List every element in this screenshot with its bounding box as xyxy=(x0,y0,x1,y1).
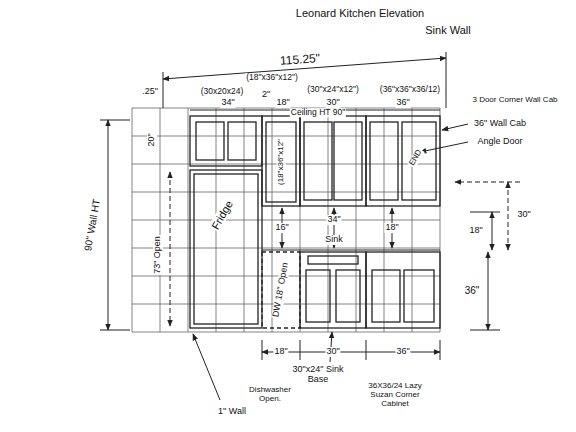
dimension: 2" xyxy=(261,90,271,100)
grid-line xyxy=(132,136,440,137)
dimension: 30" xyxy=(516,210,531,220)
dimension: 18" xyxy=(275,98,290,108)
extension-line xyxy=(100,330,130,331)
lazy-susan-cabinet xyxy=(366,252,440,328)
extension-line xyxy=(446,52,447,108)
dimension: 36" xyxy=(395,98,410,108)
wall-cabinet xyxy=(262,116,300,206)
dimension: 115.25" xyxy=(279,52,322,68)
cabinet-door xyxy=(370,122,398,200)
dishwasher-opening xyxy=(262,252,300,328)
fridge-opening xyxy=(190,170,262,328)
note: Ceiling HT 90" xyxy=(290,108,346,117)
grid-line xyxy=(132,332,440,333)
dimension-line xyxy=(170,172,171,326)
extension-line xyxy=(366,340,367,360)
sink-bowl xyxy=(308,256,358,264)
pointer-arrow xyxy=(455,182,520,183)
dimension: 34" xyxy=(326,215,341,225)
wall-cabinet xyxy=(300,116,366,206)
drawing-title: Leonard Kitchen Elevation xyxy=(295,7,425,19)
wall-cabinet xyxy=(190,116,262,166)
dimension: 18" xyxy=(273,347,288,357)
cabinet-door xyxy=(304,122,332,200)
cabinet-door xyxy=(336,270,360,322)
extension-line xyxy=(440,340,441,360)
cabinet-door xyxy=(334,122,362,200)
cabinet-size: (30x20x24) xyxy=(200,87,245,96)
grid-line xyxy=(132,192,440,193)
sink-base xyxy=(300,252,366,328)
note: END xyxy=(407,148,424,169)
dimension: 73" Open xyxy=(153,235,163,275)
leader-line xyxy=(442,124,468,130)
cabinet-door xyxy=(402,122,436,200)
dimension: 18" xyxy=(384,223,399,233)
cabinet-size: (18"x36"x12") xyxy=(245,73,299,82)
cabinet-size: (30"x24"x12") xyxy=(306,85,360,94)
extension-line xyxy=(163,72,164,108)
cabinet-door xyxy=(196,122,224,160)
fridge-outline xyxy=(194,174,258,324)
note: 36" Wall Cab xyxy=(473,119,527,129)
cabinet-door xyxy=(306,270,330,322)
dimension: 18" xyxy=(468,226,483,236)
dimension-line xyxy=(488,252,489,330)
extension-line xyxy=(470,212,500,213)
cabinet-door xyxy=(228,122,256,160)
note: Angle Door xyxy=(476,137,523,147)
dimension-line xyxy=(492,212,493,250)
leader-line xyxy=(193,334,220,400)
cabinet-door xyxy=(266,122,296,202)
cabinet-door xyxy=(372,270,400,322)
dimension: 30" xyxy=(325,347,340,357)
note: Dishwasher Open. xyxy=(242,386,299,404)
extension-line xyxy=(262,340,263,360)
dimension-line xyxy=(508,182,509,250)
extension-line xyxy=(470,330,500,331)
dimension: 34" xyxy=(220,98,235,108)
grid-line xyxy=(132,220,440,221)
cabinet-size: (36"x36"x36/12) xyxy=(379,85,441,94)
leader-line xyxy=(420,142,468,152)
appliance-name: Fridge xyxy=(208,198,235,233)
dimension: 36" xyxy=(464,285,481,296)
extension-line xyxy=(100,120,130,121)
note: 1" Wall xyxy=(217,407,247,417)
grid-line xyxy=(132,248,440,249)
dimension: 36" xyxy=(395,347,410,357)
note: Sink xyxy=(324,235,344,245)
cabinet-size: (18"x36"x12" xyxy=(277,138,286,186)
dimension: 90" Wall HT xyxy=(82,197,102,253)
dimension: 20" xyxy=(147,132,157,147)
dimension-line xyxy=(262,352,440,353)
grid-line xyxy=(132,304,440,305)
corner-wall-cabinet xyxy=(366,116,440,206)
note: 30"x24" Sink Base xyxy=(287,365,349,385)
extension-line xyxy=(300,340,301,360)
grid xyxy=(132,108,440,332)
dimension: .25" xyxy=(141,87,159,97)
dimension-line xyxy=(108,120,109,330)
dimension: 16" xyxy=(274,223,289,233)
note: 3 Door Corner Wall Cab xyxy=(471,96,558,105)
countertop-line xyxy=(262,250,440,251)
cabinet-door xyxy=(404,270,434,322)
grid-line xyxy=(132,164,440,165)
note: 36X36/24 Lazy Suzan Corner Cabinet xyxy=(357,382,434,408)
note: DW 18" Open xyxy=(271,261,291,319)
dimension: 30" xyxy=(325,98,340,108)
sheet-subtitle: Sink Wall xyxy=(424,24,471,36)
